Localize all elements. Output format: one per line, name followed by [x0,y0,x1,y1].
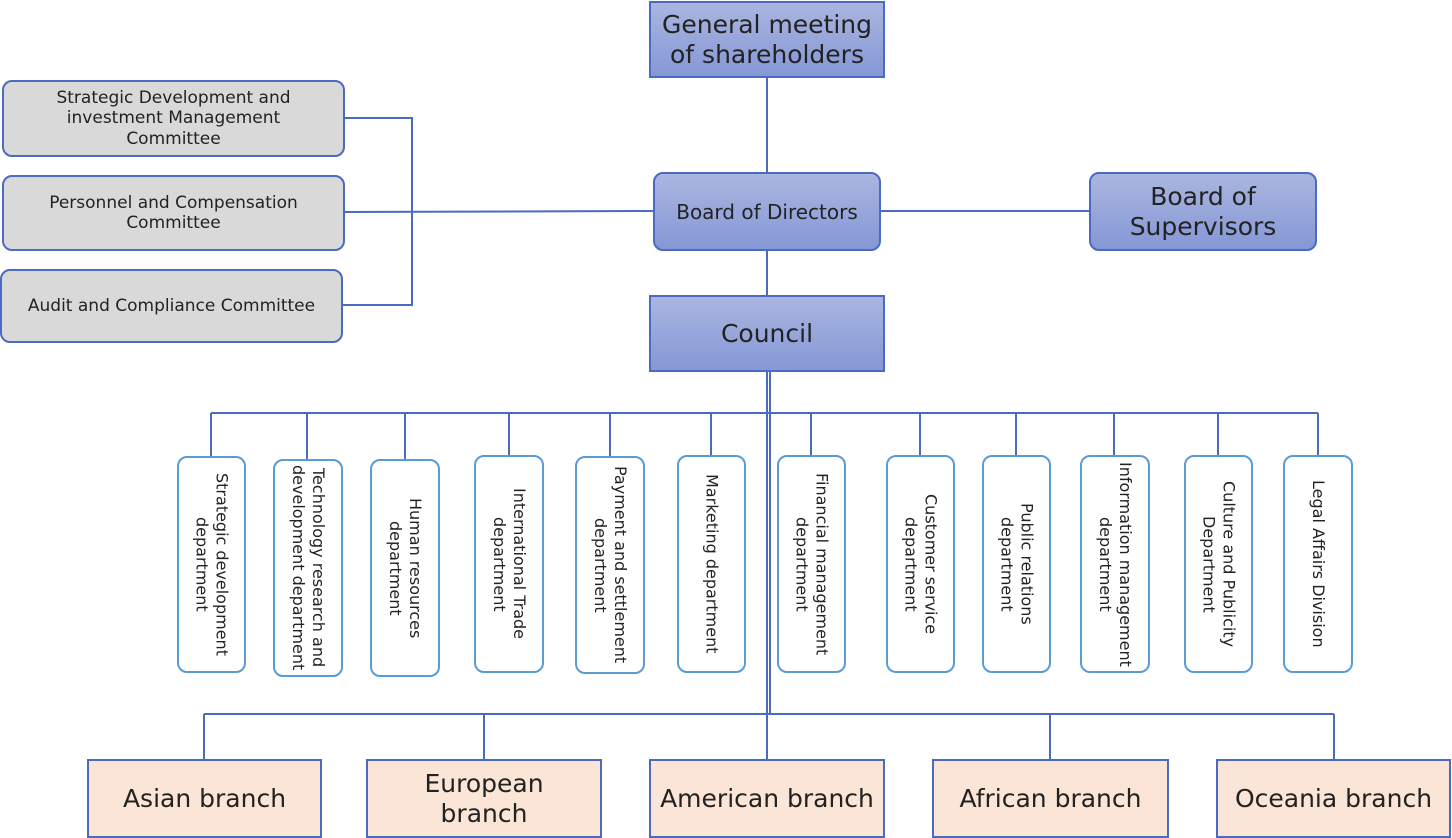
shareholders-label: General meeting of shareholders [661,9,873,69]
dept-label: International Trade department [490,488,529,640]
dept-strategic-development: Strategic development department [177,456,246,673]
dept-label: Strategic development department [192,473,232,656]
dept-culture-publicity: Culture and Publicity Department [1184,455,1253,673]
committee-audit-compliance: Audit and Compliance Committee [0,269,343,343]
board-of-supervisors-label: Board of Supervisors [1129,181,1277,241]
shareholders-node: General meeting of shareholders [649,1,885,78]
committee-strategic-development: Strategic Development and investment Man… [2,80,345,157]
council-node: Council [649,295,885,372]
dept-label: Marketing department [702,474,722,654]
branch-european: European branch [366,759,602,838]
committee-personnel-compensation: Personnel and Compensation Committee [2,175,345,251]
dept-customer-service: Customer service department [886,455,955,673]
council-label: Council [720,318,814,348]
dept-label: Public relations department [997,503,1037,625]
dept-technology-research: Technology research and development depa… [273,459,343,677]
dept-label: Technology research and development depa… [289,465,328,671]
board-of-directors-node: Board of Directors [653,172,881,251]
dept-public-relations: Public relations department [982,455,1051,673]
dept-marketing: Marketing department [677,455,746,673]
branch-american: American branch [649,759,885,838]
dept-label: Information management department [1096,461,1135,667]
dept-label: Financial management department [792,472,832,656]
dept-label: Culture and Publicity Department [1199,480,1239,648]
dept-international-trade: International Trade department [474,455,544,673]
branch-label: American branch [660,783,874,813]
branch-label: European branch [424,768,544,828]
branch-label: Asian branch [122,783,287,813]
branch-label: African branch [959,783,1142,813]
dept-human-resources: Human resources department [370,459,440,677]
committee-label: Personnel and Compensation Committee [49,192,298,233]
dept-label: Legal Affairs Division [1309,480,1328,648]
dept-payment-settlement: Payment and settlement department [575,456,645,674]
committee-label: Strategic Development and investment Man… [56,87,291,149]
board-of-directors-label: Board of Directors [676,199,858,224]
branch-asian: Asian branch [87,759,322,838]
branch-african: African branch [932,759,1169,838]
board-of-supervisors-node: Board of Supervisors [1089,172,1317,251]
dept-label: Human resources department [386,497,425,639]
dept-label: Payment and settlement department [591,466,630,664]
dept-financial-management: Financial management department [777,455,846,673]
dept-information-management: Information management department [1080,455,1150,673]
dept-legal-affairs: Legal Affairs Division [1283,455,1353,673]
committee-label: Audit and Compliance Committee [27,295,316,316]
branch-oceania: Oceania branch [1216,759,1451,838]
branch-label: Oceania branch [1234,783,1433,813]
dept-label: Customer service department [901,493,941,635]
